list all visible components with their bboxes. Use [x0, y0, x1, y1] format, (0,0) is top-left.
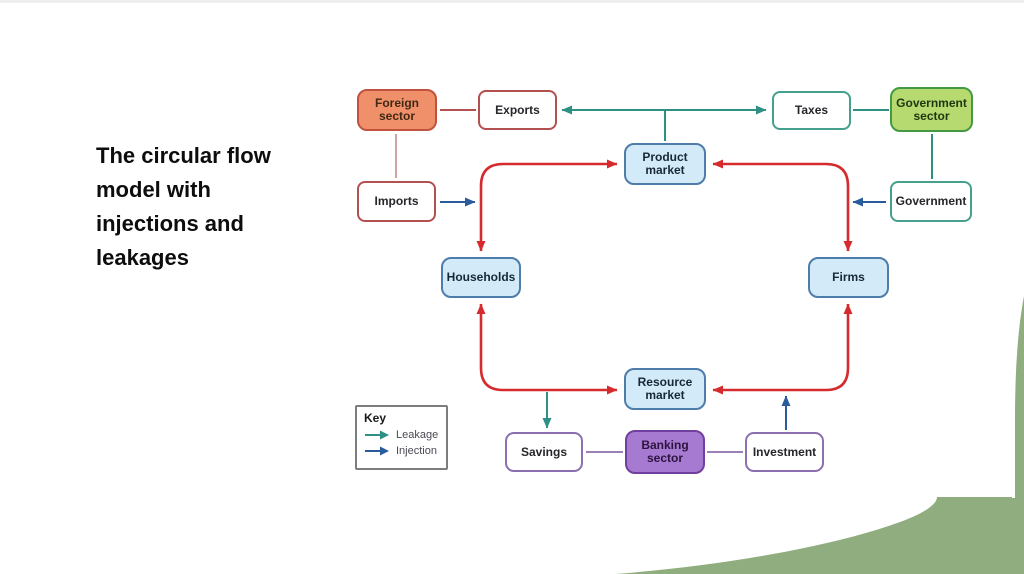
flow-firms-product-market	[712, 159, 853, 252]
legend: Key Leakage Injection	[355, 405, 448, 470]
node-resource-market: Resource market	[624, 368, 706, 410]
slide-title: The circular flow model with injections …	[96, 143, 271, 270]
decorative-green-wedge	[616, 497, 1024, 574]
flow-households-product-market	[476, 159, 618, 252]
legend-label-injection: Injection	[396, 445, 437, 457]
node-firms: Firms	[808, 257, 889, 298]
legend-row-injection: Injection	[364, 445, 439, 457]
node-banking-sector: Banking sector	[625, 430, 705, 474]
flow-firms-resource-market	[712, 303, 853, 395]
node-exports: Exports	[478, 90, 557, 130]
flow-households-resource-market	[476, 303, 618, 395]
node-government-sector: Government sector	[890, 87, 973, 132]
node-product-market: Product market	[624, 143, 706, 185]
node-imports: Imports	[357, 181, 436, 222]
decorative-green-bar	[1015, 296, 1024, 574]
leakage-arrow-icon	[365, 430, 389, 440]
injection-arrow-icon	[365, 446, 389, 456]
legend-label-leakage: Leakage	[396, 429, 439, 441]
node-foreign-sector: Foreign sector	[357, 89, 437, 131]
node-investment: Investment	[745, 432, 824, 472]
legend-row-leakage: Leakage	[364, 429, 439, 441]
node-households: Households	[441, 257, 521, 298]
slide-top-edge	[0, 0, 1024, 3]
node-savings: Savings	[505, 432, 583, 472]
node-government: Government	[890, 181, 972, 222]
node-taxes: Taxes	[772, 91, 851, 130]
legend-title: Key	[364, 411, 387, 425]
